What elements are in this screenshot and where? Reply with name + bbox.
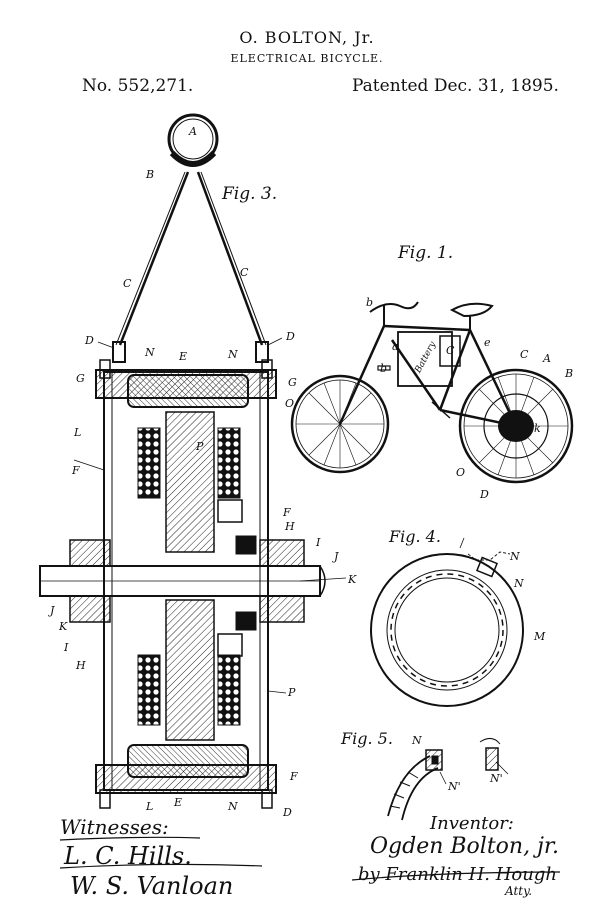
ref-letter: A — [189, 125, 197, 138]
ref-letter: H — [76, 659, 86, 672]
ref-letter: D — [283, 806, 292, 819]
front-wheel — [290, 374, 390, 474]
ref-letter: I — [64, 641, 69, 654]
battery-label: Battery — [413, 339, 439, 375]
ref-letter: O — [285, 397, 295, 410]
witnesses-label: Witnesses: — [60, 815, 169, 839]
fig4-caption: Fig. 4. — [389, 527, 441, 546]
fig1-bicycle: Battery — [290, 301, 574, 484]
ref-letter: D — [480, 488, 489, 501]
ref-letter: D — [85, 334, 94, 347]
ref-letter: C — [240, 266, 249, 279]
ref-letter: G — [288, 376, 297, 389]
inventor-label: Inventor: — [430, 813, 514, 834]
rear-wheel — [458, 368, 574, 484]
ref-letter: O — [456, 466, 466, 479]
ref-letter: N — [145, 346, 155, 359]
ref-letter: J — [50, 604, 55, 617]
ref-letter: H — [285, 520, 295, 533]
ref-letter: E — [179, 350, 188, 363]
ref-letter: C — [446, 344, 455, 357]
ref-letter: N' — [448, 780, 461, 793]
fig1-caption: Fig. 1. — [398, 243, 454, 263]
ref-letter: L — [146, 800, 154, 813]
ref-letter: I — [316, 536, 321, 549]
ref-letter: E — [174, 796, 183, 809]
ref-letter: M — [534, 630, 546, 643]
battery-box — [397, 331, 453, 387]
ref-letter: P — [196, 440, 204, 453]
patent-number: No. 552,271. — [82, 76, 194, 96]
ref-letter: k — [534, 422, 541, 435]
fig3-caption: Fig. 3. — [222, 184, 278, 204]
ref-letter: F — [72, 464, 80, 477]
ref-letter: e — [484, 336, 491, 349]
ref-letter: b — [366, 296, 374, 309]
patent-date: Patented Dec. 31, 1895. — [352, 76, 559, 96]
ref-letter: N — [514, 577, 524, 590]
ref-letter: a — [392, 340, 399, 353]
ref-letter: L — [74, 426, 82, 439]
ref-letter: b — [380, 362, 388, 375]
ref-letter: D — [286, 330, 295, 343]
witness-signature-1: L. C. Hills. — [64, 842, 192, 870]
ref-letter: B — [146, 168, 155, 181]
ref-letter: F — [283, 506, 291, 519]
ref-letter: G — [76, 372, 85, 385]
fig4-armature-ring — [370, 537, 524, 707]
ref-letter: N' — [490, 772, 503, 785]
witness-signature-2: W. S. Vanloan — [70, 872, 234, 900]
ref-letter: K — [59, 620, 68, 633]
ref-letter: F — [290, 770, 298, 783]
fig5-caption: Fig. 5. — [341, 729, 393, 748]
ref-letter: A — [543, 352, 551, 365]
fig3-hub-motor-section — [39, 113, 347, 809]
ref-letter: N — [510, 550, 520, 563]
inventor-signature: Ogden Bolton, jr. — [370, 834, 559, 859]
ref-letter: B — [565, 367, 574, 380]
patent-title: ELECTRICAL BICYCLE. — [230, 52, 384, 65]
ref-letter: C — [123, 277, 132, 290]
ref-letter: N — [228, 800, 238, 813]
ref-letter: P — [288, 686, 296, 699]
attorney-signature: by Franklin H. Hough — [358, 864, 557, 885]
ref-letter: C — [520, 348, 529, 361]
fig5-detail — [387, 738, 509, 821]
ref-letter: N — [412, 734, 422, 747]
ref-letter: J — [334, 550, 339, 563]
ref-letter: N — [228, 348, 238, 361]
ref-letter: K — [348, 573, 357, 586]
inventor-name-header: O. BOLTON, Jr. — [239, 28, 375, 47]
attorney-abbrev: Atty. — [505, 884, 533, 898]
